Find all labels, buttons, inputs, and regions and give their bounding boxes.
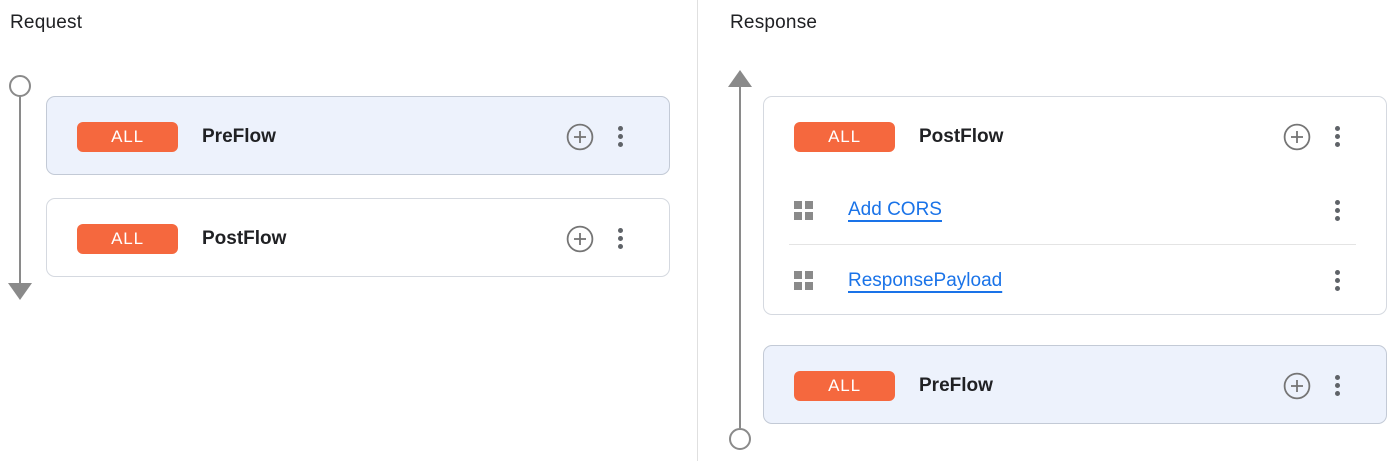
flow-name-label: PreFlow <box>202 125 276 147</box>
plus-circle-icon <box>1283 372 1311 399</box>
add-policy-button[interactable] <box>1283 123 1311 151</box>
row-divider <box>789 244 1356 245</box>
flow-header: ALL PreFlow <box>764 346 1386 425</box>
add-policy-button[interactable] <box>566 123 594 151</box>
add-policy-button[interactable] <box>566 225 594 253</box>
flow-name-label: PreFlow <box>919 374 993 396</box>
flow-name-label: PostFlow <box>202 227 287 249</box>
condition-badge: ALL <box>77 223 178 254</box>
policy-grid-icon <box>794 271 813 290</box>
policy-row: ResponsePayload <box>764 245 1386 316</box>
more-options-button[interactable] <box>1328 123 1346 150</box>
more-options-button[interactable] <box>611 123 629 150</box>
policy-link-responsepayload[interactable]: ResponsePayload <box>848 269 1003 291</box>
response-preflow-card[interactable]: ALL PreFlow <box>763 345 1387 424</box>
timeline-start-circle <box>9 75 31 97</box>
response-postflow-card[interactable]: ALL PostFlow Add CORS <box>763 96 1387 315</box>
flow-name-label: PostFlow <box>919 125 1004 147</box>
timeline-line <box>19 96 21 284</box>
kebab-menu-icon <box>1334 199 1340 205</box>
request-postflow-card[interactable]: ALL PostFlow <box>46 198 670 277</box>
condition-badge: ALL <box>794 370 895 401</box>
kebab-menu-icon <box>617 228 623 233</box>
plus-circle-icon <box>1283 123 1311 150</box>
policy-row: Add CORS <box>764 176 1386 244</box>
add-policy-button[interactable] <box>1283 372 1311 400</box>
timeline-start-circle <box>729 428 751 450</box>
arrow-down-icon <box>8 283 32 300</box>
panel-divider <box>697 0 698 461</box>
more-options-button[interactable] <box>1328 197 1346 224</box>
condition-badge: ALL <box>794 121 895 152</box>
plus-circle-icon <box>566 225 594 252</box>
kebab-menu-icon <box>1334 126 1340 131</box>
arrow-up-icon <box>728 70 752 87</box>
request-preflow-card[interactable]: ALL PreFlow <box>46 96 670 175</box>
more-options-button[interactable] <box>611 225 629 252</box>
flow-header: ALL PostFlow <box>764 97 1386 176</box>
flow-header: ALL PostFlow <box>47 199 669 278</box>
condition-badge: ALL <box>77 121 178 152</box>
kebab-menu-icon <box>617 126 623 131</box>
plus-circle-icon <box>566 123 594 150</box>
request-panel-title: Request <box>10 12 83 33</box>
timeline-line <box>739 86 741 428</box>
more-options-button[interactable] <box>1328 372 1346 399</box>
more-options-button[interactable] <box>1328 267 1346 294</box>
policy-link-add-cors[interactable]: Add CORS <box>848 199 942 220</box>
flow-header: ALL PreFlow <box>47 97 669 176</box>
response-panel-title: Response <box>730 12 818 33</box>
policy-grid-icon <box>794 200 813 220</box>
kebab-menu-icon <box>1334 375 1340 380</box>
kebab-menu-icon <box>1334 270 1340 275</box>
